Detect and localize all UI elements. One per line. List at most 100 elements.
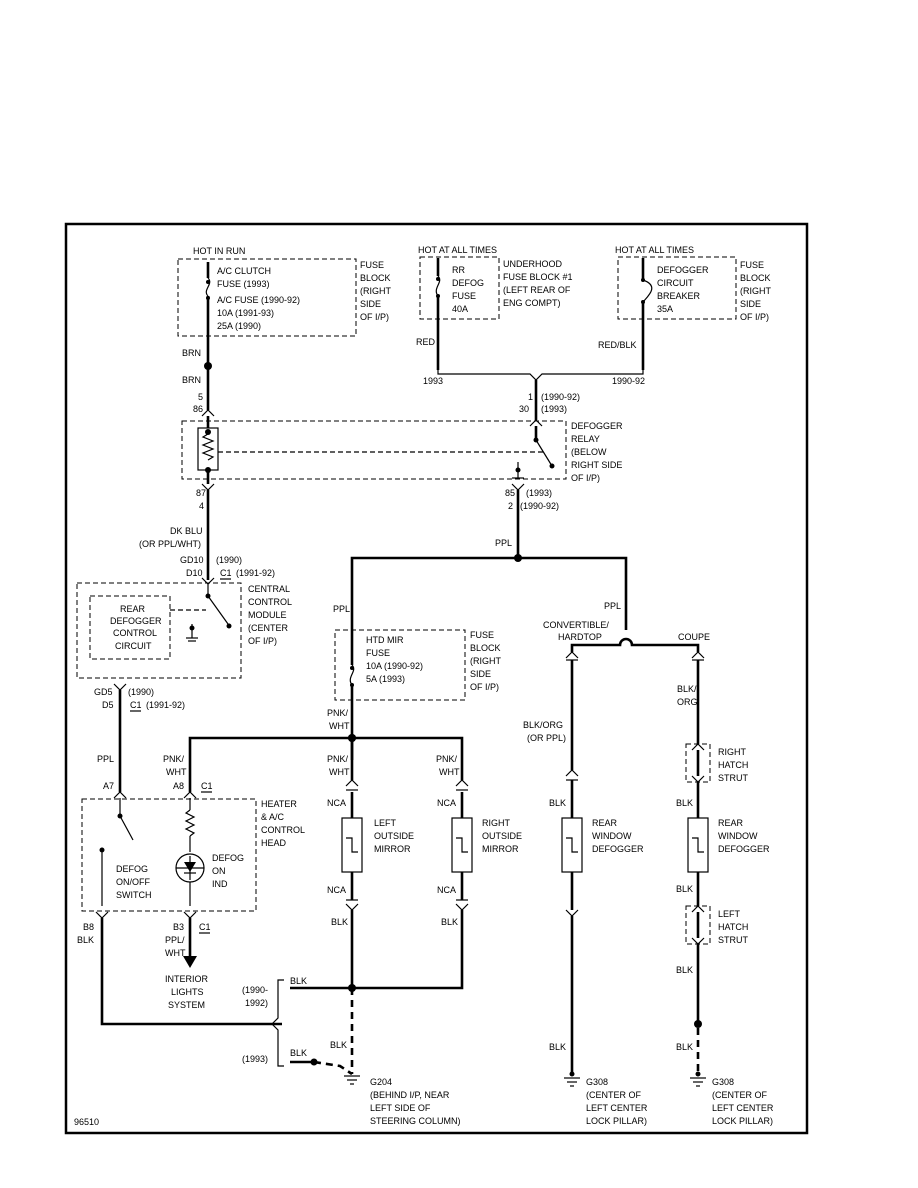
wires-pin86-label: 86 <box>193 404 203 414</box>
hvac-c1-label: C1 <box>201 781 213 791</box>
ccm-label2-label: CONTROL <box>248 597 292 607</box>
grounds-g204-2-label: LEFT SIDE OF <box>370 1103 431 1113</box>
hvac-ppl-wht1-label: PPL/ <box>165 935 185 945</box>
breaker-line2-label: CIRCUIT <box>657 278 694 288</box>
convertible-rear-defogger: BLK/ORG (OR PPL) BLK REAR WINDOW DEFOGGE… <box>523 651 644 1074</box>
conv-defogger-blk-bottom-label: BLK <box>549 1042 566 1052</box>
branch-coupe-label: COUPE <box>678 632 710 642</box>
relay-line5-label: OF I/P) <box>571 473 600 483</box>
coupe-defogger-blk-d-label: BLK <box>676 1042 693 1052</box>
hot-in-run-label: HOT IN RUN <box>193 246 245 256</box>
conv-defogger-label1-label: REAR <box>592 818 618 828</box>
coupe-defogger-strut1-1-label: RIGHT <box>718 747 747 757</box>
hvac-switch3-label: SWITCH <box>116 890 152 900</box>
grounds-blk-c-label: BLK <box>330 1040 347 1050</box>
grounds-g308-a3-label: LOCK PILLAR) <box>586 1116 647 1126</box>
ccm-label1-label: CENTRAL <box>248 584 290 594</box>
ppl-wires-ppl-left-label: PPL <box>97 754 114 764</box>
ccm-label4-label: (CENTER <box>248 623 288 633</box>
right-mirror-pnk-label: PNK/ <box>436 754 458 764</box>
underhood-fuse-label4-label: ENG COMPT) <box>503 298 561 308</box>
coupe-defogger-strut2-3-label: STRUT <box>718 935 748 945</box>
left-mirror-pnk-label: PNK/ <box>327 754 349 764</box>
conv-defogger-label2-label: WINDOW <box>592 831 632 841</box>
ccm-inner2-label: DEFOGGER <box>110 616 162 626</box>
relay-pin2-years-label: (1990-92) <box>520 501 559 511</box>
year-brace: 1993 1990-92 1 (1990-92) 30 (1993) <box>423 370 645 427</box>
hvac-b3-label: B3 <box>173 922 184 932</box>
wires-pin1-years-label: (1990-92) <box>541 392 580 402</box>
fuse-block-1-line5-label: 25A (1990) <box>217 321 261 331</box>
breaker-label2-label: BLOCK <box>740 273 771 283</box>
dk-blu-wire: DK BLU (OR PPL/WHT) GD10 (1990) D10 C1 (… <box>139 490 275 585</box>
diagram-frame <box>64 222 809 1135</box>
hvac-b8-label: B8 <box>83 922 94 932</box>
left-mirror-label2-label: OUTSIDE <box>374 831 414 841</box>
grounds-g308-b1-label: (CENTER OF <box>712 1090 768 1100</box>
grounds-g308-b3-label: LOCK PILLAR) <box>712 1116 773 1126</box>
coupe-defogger-blk-a-label: BLK <box>676 798 693 808</box>
breaker-label3-label: (RIGHT <box>740 286 771 296</box>
ppl-wires-ppl-top-label: PPL <box>495 538 512 548</box>
hvac-ind2-label: ON <box>212 866 226 876</box>
dk-blu-line1-label: DK BLU <box>170 526 203 536</box>
fuse-block-1-line1-label: A/C CLUTCH <box>217 266 271 276</box>
fuse-block-1-line2-label: FUSE (1993) <box>217 279 270 289</box>
ccm-inner3-label: CONTROL <box>113 628 157 638</box>
wires-year-1993-label: 1993 <box>423 376 443 386</box>
hvac-pnk-label: PNK/ <box>163 754 185 764</box>
dk-blu-d10-conn-label: C1 <box>220 568 232 578</box>
hvac-ind3-label: IND <box>212 879 228 889</box>
hvac-control-head: PNK/ WHT A7 A8 C1 DEFOG ON/OFF SWITCH DE… <box>77 754 305 1026</box>
hvac-switch2-label: ON/OFF <box>116 877 150 887</box>
right-mirror-label1-label: RIGHT <box>482 818 511 828</box>
htd-mir-fuse-label4-label: SIDE <box>470 669 491 679</box>
coupe-defogger-blk-org1-label: BLK/ <box>677 684 697 694</box>
htd-mir-fuse: HTD MIR FUSE 10A (1990-92) 5A (1993) FUS… <box>188 629 501 792</box>
htd-mir-fuse-label3-label: (RIGHT <box>470 656 501 666</box>
coupe-defogger-blk-c-label: BLK <box>676 965 693 975</box>
hvac-ppl-wht2-label: WHT <box>165 948 186 958</box>
left-mirror-nca-top-label: NCA <box>327 798 346 808</box>
coupe-defogger-strut2-1-label: LEFT <box>718 909 741 919</box>
ground-section: (1990- 1992) (1993) BLK BLK BLK <box>242 976 356 1076</box>
wires-red-label: RED <box>416 337 436 347</box>
ground-g308-coupe: G308 (CENTER OF LEFT CENTER LOCK PILLAR) <box>690 1071 774 1126</box>
power-hot-at-all-times-2-label: HOT AT ALL TIMES <box>615 245 694 255</box>
fuse-block-1-line4-label: 10A (1991-93) <box>217 308 274 318</box>
fuse-block-1-label3-label: (RIGHT <box>360 286 391 296</box>
conv-defogger-blk-org2-label: (OR PPL) <box>527 733 566 743</box>
htd-mir-fuse-line1-label: HTD MIR <box>366 635 404 645</box>
defogger-relay: DEFOGGER RELAY (BELOW RIGHT SIDE OF I/P)… <box>181 416 623 511</box>
conv-defogger-blk-org1-label: BLK/ORG <box>523 720 563 730</box>
ccm-gd5-years-label: (1990) <box>128 687 154 697</box>
wires-pin30-label: 30 <box>519 404 529 414</box>
left-mirror-wht-label: WHT <box>329 767 350 777</box>
branch-convertible-label: CONVERTIBLE/ <box>543 620 609 630</box>
conv-defogger-blk-top-label: BLK <box>549 798 566 808</box>
ground-g308-convertible: G308 (CENTER OF LEFT CENTER LOCK PILLAR) <box>564 1071 648 1126</box>
breaker-line3-label: BREAKER <box>657 291 701 301</box>
relay-pin85-years-label: (1993) <box>526 488 552 498</box>
ccm-inner1-label: REAR <box>120 604 146 614</box>
coupe-defogger-blk-org2-label: ORG <box>677 697 698 707</box>
grounds-g308-a1-label: (CENTER OF <box>586 1090 642 1100</box>
power-hot-at-all-times-1-label: HOT AT ALL TIMES <box>418 245 497 255</box>
right-mirror-wht-label: WHT <box>439 767 460 777</box>
htd-mir-fuse-pnk1-label: PNK/ <box>327 708 349 718</box>
htd-mir-fuse-line2-label: FUSE <box>366 648 390 658</box>
wires-brn-a-label: BRN <box>182 348 201 358</box>
defogger-circuit-breaker: HOT AT ALL TIMES DEFOGGER CIRCUIT BREAKE… <box>598 245 771 370</box>
underhood-fuse-label1-label: UNDERHOOD <box>503 259 563 269</box>
coupe-defogger-label3-label: DEFOGGER <box>718 844 770 854</box>
grounds-g308-b2-label: LEFT CENTER <box>712 1103 774 1113</box>
left-mirror-label1-label: LEFT <box>374 818 397 828</box>
right-mirror-label2-label: OUTSIDE <box>482 831 522 841</box>
breaker-line4-label: 35A <box>657 304 673 314</box>
dk-blu-d10-years-label: (1991-92) <box>236 568 275 578</box>
ccm-d5-label: D5 <box>102 700 114 710</box>
left-mirror-blk-label: BLK <box>331 917 348 927</box>
right-mirror-blk-label: BLK <box>441 917 458 927</box>
underhood-fuse-line3-label: FUSE <box>452 291 476 301</box>
relay-pin85-label: 85 <box>505 488 515 498</box>
